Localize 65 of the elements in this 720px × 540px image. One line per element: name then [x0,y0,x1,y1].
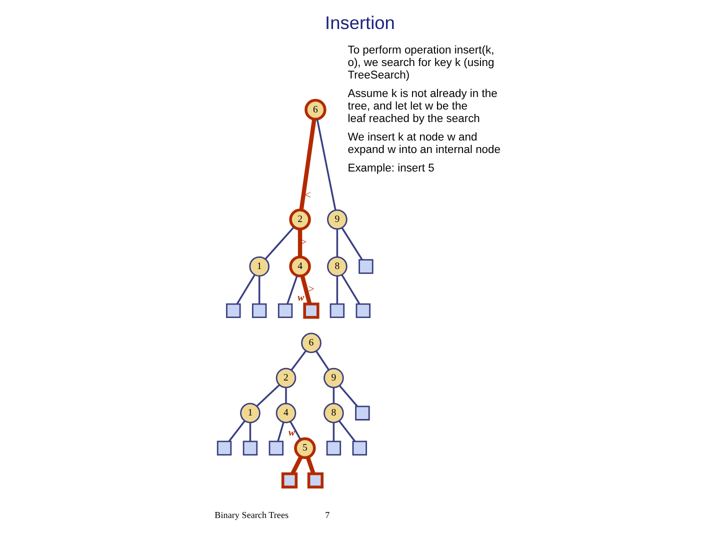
diagram-title: Insertion [325,12,395,33]
connector [236,274,256,304]
connector [299,119,316,210]
node-box [252,303,267,318]
connector [285,388,287,404]
connector [306,456,316,474]
label: Example: insert 5 [348,162,434,174]
node-circle: 5 [294,437,316,460]
connector [341,274,360,304]
node-circle: 2 [289,208,311,230]
connector [300,275,312,304]
connector [228,420,246,442]
node-circle: 9 [324,368,344,388]
node-circle: 6 [304,98,326,121]
node-box [356,303,371,318]
connector [332,422,335,442]
node-circle: 8 [324,402,344,424]
edge-label: > [308,284,314,296]
connector [249,422,252,442]
connector [332,388,335,404]
node-circle: 4 [289,256,311,278]
connector [336,276,338,304]
node-box [326,440,342,456]
node-circle: 6 [301,332,322,354]
node-label: w [298,292,304,304]
node-box [226,303,241,318]
label: Binary Search Trees [214,510,289,520]
label: We insert k at node w and expand w into an internal node [348,131,501,156]
node-box [268,440,284,456]
node-box [330,303,345,318]
connector [336,229,338,257]
connector [316,118,336,210]
connector [277,422,284,442]
node-box [216,440,232,456]
connector [338,384,358,407]
label: To perform operation insert(k, o), we search for key k (using TreeSearch) [348,44,494,82]
node-circle: 4 [276,402,296,424]
node-box [307,472,324,488]
connector [338,420,356,442]
connector [316,350,330,370]
connector [290,456,303,475]
node-box [281,472,298,488]
node-box [242,440,258,456]
node-circle: 1 [240,402,260,424]
node-box [358,259,374,274]
node-circle: 2 [276,368,296,388]
node-circle: 1 [249,256,270,277]
node-box [352,440,368,456]
node-circle: 9 [327,209,348,230]
node-label: w [288,427,296,438]
node-circle: 8 [327,256,348,277]
node-box [303,302,320,319]
connector [290,350,307,371]
label: 7 [325,510,330,520]
connector [298,229,302,257]
node-box [355,406,370,420]
connector [256,384,280,407]
connector [258,276,260,304]
connector [264,226,295,260]
edge-label: < [304,190,311,202]
connector [341,227,363,260]
connector [286,275,298,304]
label: Assume k is not already in the tree, and let let w be the leaf reached by the search [348,88,498,126]
connector [290,421,302,440]
node-box [278,303,293,318]
